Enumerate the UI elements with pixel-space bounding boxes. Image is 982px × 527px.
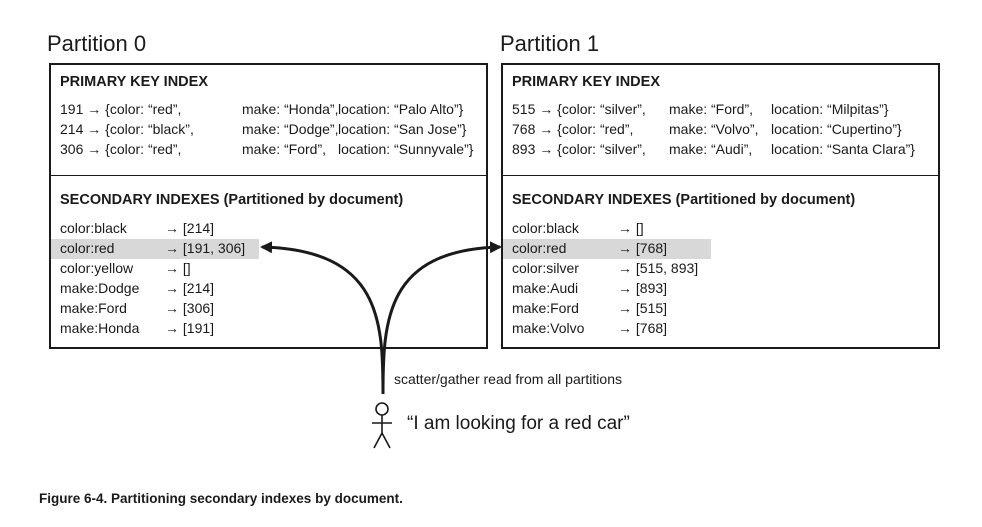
index-term: color:silver (512, 260, 579, 276)
index-postings: → [] (165, 260, 191, 276)
figure-caption: Figure 6-4. Partitioning secondary index… (39, 491, 403, 506)
user-quote: “I am looking for a red car” (407, 413, 630, 434)
pk-location: location: “Cupertino”} (771, 121, 902, 137)
index-postings: → [515, 893] (618, 260, 699, 276)
row-highlight (51, 239, 259, 259)
scatter-gather-label: scatter/gather read from all partitions (394, 371, 622, 387)
index-postings: → [191, 306] (165, 240, 246, 256)
row-highlight (503, 239, 711, 259)
pk-location: location: “Palo Alto”} (338, 101, 464, 117)
pk-key: 515 → {color: “silver”, (512, 101, 646, 117)
index-postings: → [191] (165, 320, 215, 336)
pk-key: 191 → {color: “red”, (60, 101, 182, 117)
pk-key: 893 → {color: “silver”, (512, 141, 646, 157)
index-term: make:Honda (60, 320, 140, 336)
arrow-to-partition-0 (260, 241, 385, 395)
arrow-to-partition-1 (381, 241, 502, 395)
index-divider (503, 175, 938, 176)
index-divider (51, 175, 486, 176)
index-term: make:Volvo (512, 320, 585, 336)
index-term: color:red (512, 240, 567, 256)
index-postings: → [214] (165, 220, 215, 236)
partition-1-title: Partition 1 (500, 31, 600, 56)
index-postings: → [306] (165, 300, 215, 316)
index-term: make:Audi (512, 280, 579, 296)
index-postings: → [893] (618, 280, 668, 296)
pk-location: location: “San Jose”} (338, 121, 467, 137)
pk-make: make: “Audi”, (669, 141, 753, 157)
index-term: make:Dodge (60, 280, 140, 296)
index-postings: → [768] (618, 320, 668, 336)
pk-make: make: “Honda”, (242, 101, 339, 117)
pk-location: location: “Sunnyvale”} (338, 141, 474, 157)
pk-make: make: “Ford”, (669, 101, 754, 117)
pk-key: 306 → {color: “red”, (60, 141, 182, 157)
pk-make: make: “Volvo”, (669, 121, 759, 137)
index-term: make:Ford (512, 300, 579, 316)
pk-key: 768 → {color: “red”, (512, 121, 634, 137)
index-postings: → [515] (618, 300, 668, 316)
pk-location: location: “Milpitas”} (771, 101, 889, 117)
secondary-indexes-header: SECONDARY INDEXES (Partitioned by docume… (512, 192, 856, 208)
index-term: color:black (60, 220, 127, 236)
partition-0-box: PRIMARY KEY INDEX 191 → {color: “red”, m… (49, 63, 488, 349)
pk-make: make: “Ford”, (242, 141, 327, 157)
secondary-indexes-header: SECONDARY INDEXES (Partitioned by docume… (60, 192, 404, 208)
pk-key: 214 → {color: “black”, (60, 121, 194, 137)
primary-key-index-header: PRIMARY KEY INDEX (60, 74, 208, 90)
primary-key-index-header: PRIMARY KEY INDEX (512, 74, 660, 90)
index-term: make:Ford (60, 300, 127, 316)
pk-make: make: “Dodge”, (242, 121, 339, 137)
index-postings: → [768] (618, 240, 668, 256)
pk-location: location: “Santa Clara”} (771, 141, 915, 157)
index-term: color:red (60, 240, 115, 256)
partition-0-title: Partition 0 (47, 31, 147, 56)
index-postings: → [] (618, 220, 644, 236)
index-term: color:yellow (60, 260, 134, 276)
index-term: color:black (512, 220, 579, 236)
user-stick-figure-icon (372, 402, 392, 449)
partition-1-box: PRIMARY KEY INDEX 515 → {color: “silver”… (501, 63, 940, 349)
index-postings: → [214] (165, 280, 215, 296)
